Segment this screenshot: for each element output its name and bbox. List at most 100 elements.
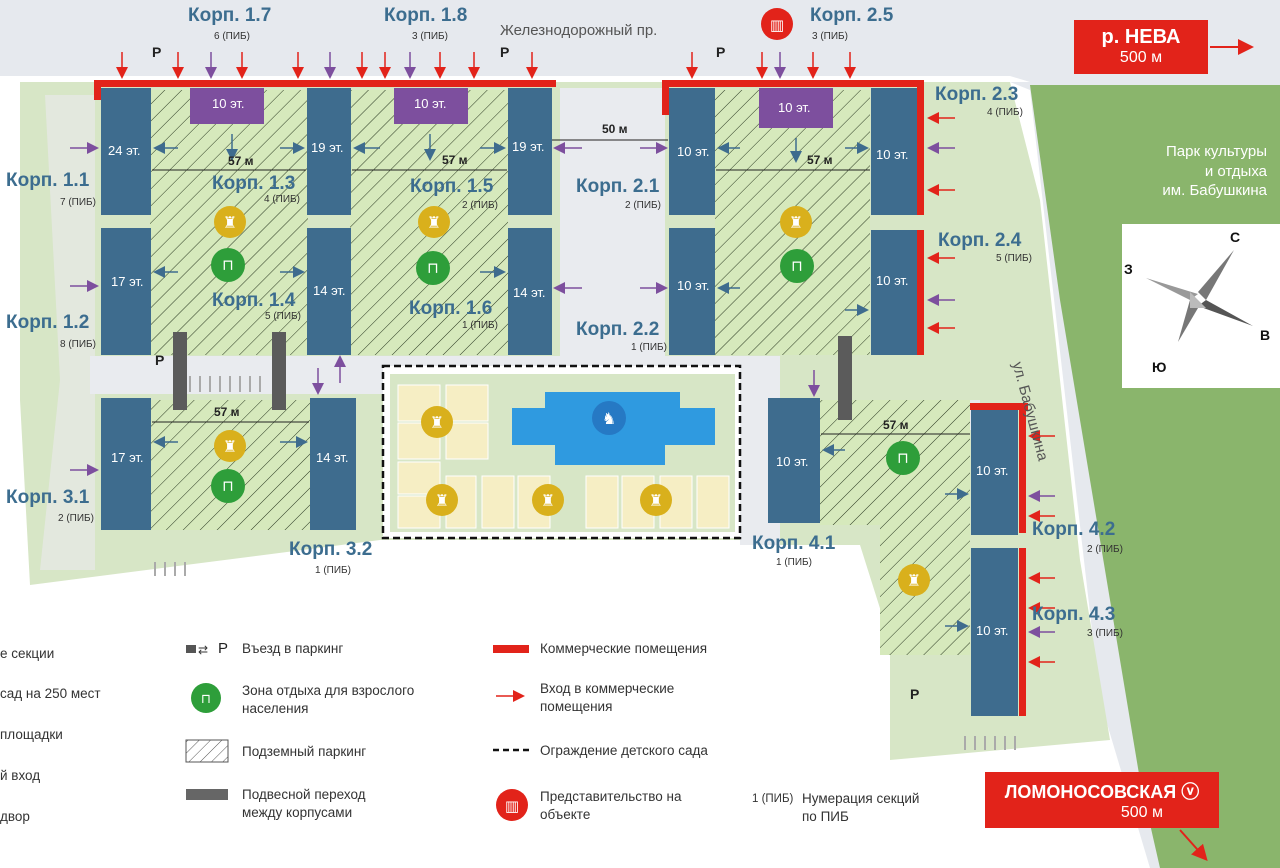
legend-commercial: Коммерческие помещения <box>540 641 708 656</box>
floor-label: 10 эт. <box>876 147 909 162</box>
svg-text:♜: ♜ <box>649 491 663 510</box>
legend-pib-example: 1 (ПИБ) <box>752 793 794 805</box>
corp-1.2-label: Корп. 1.2 <box>6 312 90 333</box>
legend-office: Представительство на объекте <box>540 789 682 823</box>
corp-1.3-pib: 4 (ПИБ) <box>264 194 300 205</box>
svg-text:▥: ▥ <box>770 16 784 34</box>
floor-label: 10 эт. <box>876 273 909 288</box>
svg-text:♜: ♜ <box>223 213 237 232</box>
corp-4.1-label: Корп. 4.1 <box>752 533 836 554</box>
compass-e: В <box>1260 327 1271 343</box>
floor-label: 14 эт. <box>313 283 346 298</box>
corp-2.2-pib: 1 (ПИБ) <box>631 342 667 353</box>
parking-entry-icon: Р <box>716 44 726 60</box>
legend-underground: Подземный паркинг <box>242 744 367 759</box>
svg-text:⊓: ⊓ <box>222 477 234 495</box>
svg-text:♜: ♜ <box>427 213 441 232</box>
building-14b <box>508 228 552 355</box>
floor-label: 10 эт. <box>976 463 1009 478</box>
building-19a <box>307 88 351 215</box>
compass-rose <box>1146 250 1253 342</box>
building-10f <box>971 410 1018 535</box>
corp-1.4-label: Корп. 1.4 <box>212 290 296 311</box>
rest-zone-icons <box>211 248 920 503</box>
legend-left-3: площадки <box>0 727 63 742</box>
svg-text:♜: ♜ <box>430 413 444 432</box>
corp-3.1-pib: 2 (ПИБ) <box>58 513 94 524</box>
neva-distance: 500 м <box>1119 49 1163 66</box>
distance-label: 50 м <box>602 122 628 136</box>
building-10c <box>871 88 917 215</box>
corp-3.2-label: Корп. 3.2 <box>289 539 373 560</box>
parking-entry-icon: Р <box>500 44 510 60</box>
corp-1.6-pib: 1 (ПИБ) <box>462 320 498 331</box>
distance-label: 57 м <box>883 418 909 432</box>
parking-entry-icon: Р <box>152 44 162 60</box>
corp-1.3-label: Корп. 1.3 <box>212 173 296 194</box>
park-label: Парк культуры и отдыха им. Бабушкина <box>1130 142 1267 201</box>
corp-1.5-label: Корп. 1.5 <box>410 176 494 197</box>
legend-bridge: Подвесной переход между корпусами <box>242 787 366 821</box>
floor-label: 14 эт. <box>513 285 546 300</box>
corp-1.5-pib: 2 (ПИБ) <box>462 200 498 211</box>
corp-2.4-label: Корп. 2.4 <box>938 230 1022 251</box>
corp-2.4-pib: 5 (ПИБ) <box>996 253 1032 264</box>
corp-3.1-label: Корп. 3.1 <box>6 487 90 508</box>
park-line-2: и отдыха <box>1204 162 1267 180</box>
floor-label: 10 эт. <box>677 278 710 293</box>
corp-4.3-label: Корп. 4.3 <box>1032 604 1116 625</box>
buildings <box>101 88 1018 716</box>
svg-text:♜: ♜ <box>789 213 803 232</box>
legend-left-4: й вход <box>0 768 41 783</box>
corp-1.7-label: Корп. 1.7 <box>188 5 272 26</box>
neva-title: р. НЕВА <box>1101 26 1181 48</box>
corp-2.1-pib: 2 (ПИБ) <box>625 200 661 211</box>
compass-w: З <box>1124 261 1133 277</box>
metro-box: ЛОМОНОСОВСКАЯ ⓥ 500 м <box>985 772 1219 828</box>
metro-distance: 500 м <box>1120 804 1163 821</box>
svg-text:♜: ♜ <box>435 491 449 510</box>
corp-2.3-pib: 4 (ПИБ) <box>987 107 1023 118</box>
building-10a <box>669 88 715 215</box>
floor-label: 10 эт. <box>776 454 809 469</box>
street-top-label: Железнодорожный пр. <box>500 22 658 39</box>
corp-1.2-pib: 8 (ПИБ) <box>60 339 96 350</box>
building-19b <box>508 88 552 215</box>
corp-1.6-label: Корп. 1.6 <box>409 298 493 319</box>
floor-label: 14 эт. <box>316 450 349 465</box>
neva-box: р. НЕВА 500 м <box>1074 20 1208 74</box>
svg-text:⊓: ⊓ <box>222 256 234 274</box>
svg-text:⊓: ⊓ <box>791 257 803 275</box>
building-10g <box>971 548 1018 716</box>
corp-2.2-label: Корп. 2.2 <box>576 319 660 340</box>
svg-text:⊓: ⊓ <box>201 692 211 707</box>
building-24 <box>101 88 151 215</box>
corp-4.3-pib: 3 (ПИБ) <box>1087 628 1123 639</box>
floor-label: 19 эт. <box>311 140 344 155</box>
floor-label: 10 эт. <box>778 100 811 115</box>
building-17b <box>101 398 151 530</box>
corp-1.4-pib: 5 (ПИБ) <box>265 311 301 322</box>
park-line-1: Парк культуры <box>1166 143 1267 160</box>
svg-text:⊓: ⊓ <box>897 449 909 467</box>
corp-1.8-pib: 3 (ПИБ) <box>412 31 448 42</box>
legend-left-5: двор <box>0 809 30 824</box>
legend-kg-fence: Ограждение детского сада <box>540 743 708 758</box>
legend-parking-entry: Въезд в паркинг <box>242 641 344 656</box>
floor-label: 10 эт. <box>677 144 710 159</box>
corp-2.5-label: Корп. 2.5 <box>810 5 894 26</box>
corp-4.1-pib: 1 (ПИБ) <box>776 557 812 568</box>
corp-1.1-pib: 7 (ПИБ) <box>60 197 96 208</box>
parking-entry-icon: Р <box>155 352 165 368</box>
svg-text:⇄: ⇄ <box>198 643 208 657</box>
parking-entry-icon: Р <box>910 686 920 702</box>
legend-pib-text: Нумерация секций по ПИБ <box>802 791 920 825</box>
legend-rest-zone: Зона отдыха для взрослого населения <box>242 683 415 717</box>
legend-left-1: е секции <box>0 646 55 661</box>
distance-label: 57 м <box>228 154 254 168</box>
metro-title: ЛОМОНОСОВСКАЯ <box>1004 782 1177 802</box>
floor-label: 17 эт. <box>111 274 144 289</box>
legend-parking-letter: Р <box>218 640 229 657</box>
svg-text:♜: ♜ <box>907 571 921 590</box>
